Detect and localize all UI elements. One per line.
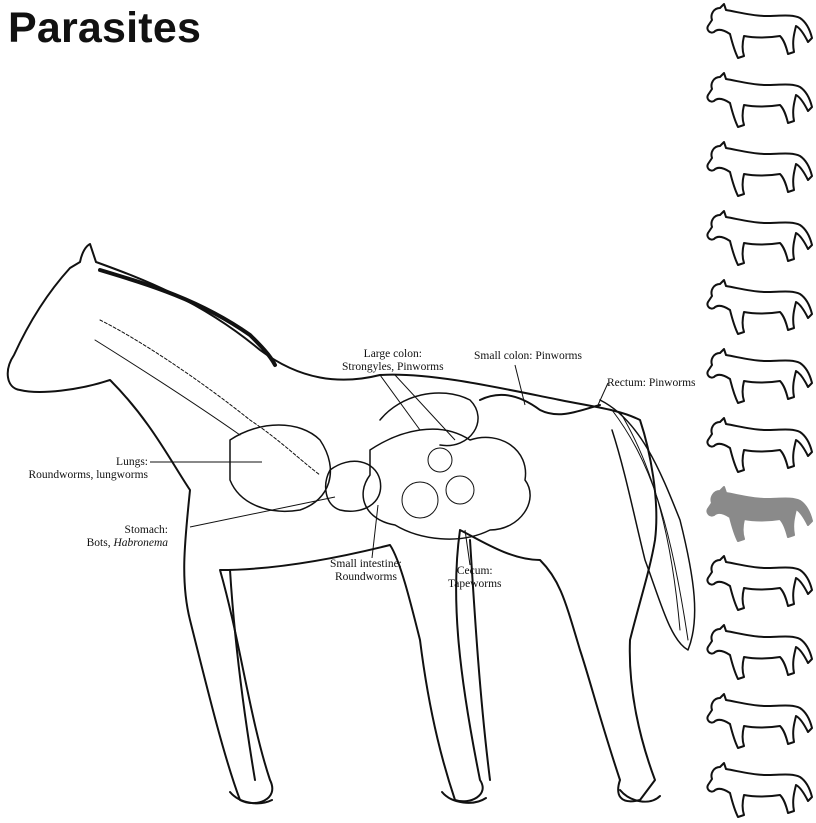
horse-icon [702, 761, 814, 823]
cecum-parasites: Tapeworms [448, 578, 502, 591]
horse-icon [702, 278, 814, 340]
large-colon-label: Large colon: Strongyles, Pinworms [342, 348, 444, 374]
stomach [326, 461, 381, 511]
horse-thumbnail-12[interactable] [702, 761, 814, 823]
small-intestine-label: Small intestine: Roundworms [330, 558, 402, 584]
horse-thumbnail-8[interactable] [702, 485, 814, 547]
horse-icon [702, 71, 814, 133]
lungs-parasites: Roundworms, lungworms [0, 469, 148, 482]
horse-thumbnail-4[interactable] [702, 209, 814, 271]
stomach-parasites: Bots, Habronema [40, 537, 168, 550]
horse-icon [702, 485, 814, 547]
small-intestine-title: Small intestine: [330, 558, 402, 571]
horse-thumbnail-10[interactable] [702, 623, 814, 685]
small-colon-text: Small colon: Pinworms [474, 350, 582, 363]
horse-icon [702, 692, 814, 754]
horse-thumbnail-9[interactable] [702, 554, 814, 616]
horse-icon [702, 554, 814, 616]
small-intestine-parasites: Roundworms [330, 571, 402, 584]
horse-thumbnail-1[interactable] [702, 2, 814, 64]
small-colon-label: Small colon: Pinworms [474, 350, 582, 363]
horse-thumbnail-7[interactable] [702, 416, 814, 478]
stomach-label: Stomach: Bots, Habronema [40, 524, 168, 550]
horse-thumbnail-11[interactable] [702, 692, 814, 754]
horse-thumbnail-6[interactable] [702, 347, 814, 409]
horse-icon [702, 2, 814, 64]
cecum-label: Cecum: Tapeworms [448, 565, 502, 591]
lungs [230, 425, 330, 511]
horse-thumbnail-3[interactable] [702, 140, 814, 202]
tail [600, 400, 695, 650]
horse-icon [702, 209, 814, 271]
horse-icon [702, 140, 814, 202]
lungs-label: Lungs: Roundworms, lungworms [0, 456, 148, 482]
horse-thumbnail-2[interactable] [702, 71, 814, 133]
rectum-label: Rectum: Pinworms [607, 377, 696, 390]
cecum-title: Cecum: [448, 565, 502, 578]
rectum-text: Rectum: Pinworms [607, 377, 696, 390]
horse-icon [702, 623, 814, 685]
horse-thumbnail-5[interactable] [702, 278, 814, 340]
lungs-title: Lungs: [0, 456, 148, 469]
large-colon-parasites: Strongyles, Pinworms [342, 361, 444, 374]
horse-icon [702, 416, 814, 478]
stomach-title: Stomach: [40, 524, 168, 537]
horse-icon [702, 347, 814, 409]
large-colon-title: Large colon: [342, 348, 444, 361]
